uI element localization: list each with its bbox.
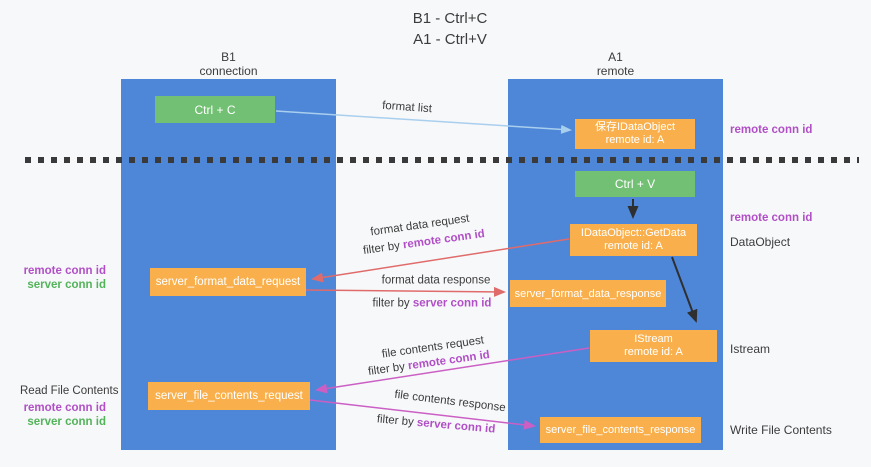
file-contents-response-label: file contents response	[393, 388, 507, 415]
format-data-response-filter-label: filter by server conn id	[373, 298, 492, 311]
title-line-2: A1 - Ctrl+V	[413, 31, 487, 48]
remote-conn-id-annotation-mid: remote conn id	[730, 212, 813, 224]
server-conn-id-annotation-left-bottom: server conn id	[27, 416, 106, 428]
server-format-data-response-label: server_format_data_response	[514, 287, 662, 300]
remote-conn-id-annotation-top: remote conn id	[730, 124, 813, 136]
server-format-data-request-label: server_format_data_request	[155, 276, 301, 288]
server-file-contents-request-box: server_file_contents_request	[148, 382, 310, 410]
ctrl-c-box: Ctrl + C	[155, 96, 275, 123]
getdata-box: IDataObject::GetData remote id: A	[570, 224, 697, 256]
filter-by-text: filter by	[362, 239, 404, 257]
column-header-b1: B1 connection	[121, 50, 336, 78]
ctrl-v-label: Ctrl + V	[614, 177, 656, 191]
server-format-data-request-box: server_format_data_request	[150, 268, 306, 296]
filter-by-text: filter by	[376, 413, 418, 429]
filter-by-text: filter by	[367, 360, 409, 378]
dashed-separator	[25, 157, 859, 163]
column-a1-subtitle: remote	[596, 64, 635, 78]
server-conn-id-text: server conn id	[412, 297, 492, 310]
istream-line1: IStream	[634, 333, 673, 345]
save-dataobject-box: 保存IDataObject remote id: A	[575, 119, 695, 149]
title-line-1: B1 - Ctrl+C	[412, 10, 488, 27]
server-conn-id-annotation-left-top: server conn id	[27, 279, 106, 291]
getdata-line2: remote id: A	[604, 240, 663, 252]
istream-line2: remote id: A	[624, 346, 683, 358]
getdata-line1: IDataObject::GetData	[580, 227, 687, 239]
server-file-contents-request-label: server_file_contents_request	[155, 390, 303, 402]
filter-by-text: filter by	[372, 297, 413, 310]
column-b1-subtitle: connection	[199, 64, 258, 78]
istream-box: IStream remote id: A	[590, 330, 717, 362]
format-list-label: format list	[381, 99, 433, 116]
column-header-a1: A1 remote	[508, 50, 723, 78]
save-dataobject-line1: 保存IDataObject	[594, 121, 676, 133]
save-dataobject-line2: remote id: A	[605, 134, 665, 146]
column-a1-title: A1	[608, 50, 623, 64]
column-b1-title: B1	[221, 50, 236, 64]
ctrl-v-box: Ctrl + V	[575, 171, 695, 197]
dataobject-annotation: DataObject	[730, 235, 791, 249]
server-file-contents-response-box: server_file_contents_response	[540, 417, 701, 443]
server-conn-id-text: server conn id	[416, 416, 496, 436]
server-file-contents-response-label: server_file_contents_response	[545, 424, 696, 436]
istream-annotation: Istream	[730, 342, 771, 356]
read-file-contents-annotation: Read File Contents	[20, 385, 119, 397]
remote-conn-id-annotation-left-top: remote conn id	[23, 265, 106, 277]
server-format-data-response-box: server_format_data_response	[510, 280, 666, 307]
file-contents-response-filter-label: filter by server conn id	[376, 413, 496, 436]
write-file-contents-annotation: Write File Contents	[730, 423, 832, 437]
diagram-title: B1 - Ctrl+C A1 - Ctrl+V	[300, 8, 600, 50]
remote-conn-id-annotation-left-bottom: remote conn id	[23, 402, 106, 414]
format-data-response-label: format data response	[381, 274, 491, 287]
ctrl-c-label: Ctrl + C	[194, 102, 236, 117]
